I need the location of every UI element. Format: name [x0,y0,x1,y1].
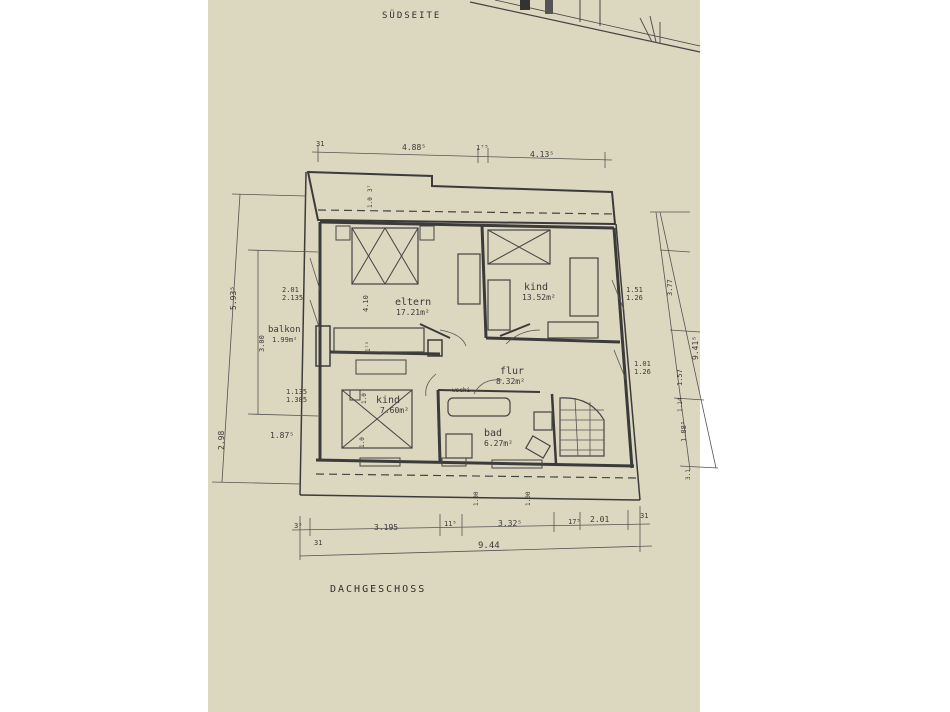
dim-bottom-6: 17⁵ [568,518,581,526]
dim-left-mid: 3.00 [258,335,266,352]
dim-inner-7: 1.00 [473,491,480,506]
dim-left-win-b2: 1.385 [286,396,307,404]
dim-bottom-total: 9.44 [478,541,500,551]
room-kind-right-name: kind [524,282,548,293]
dim-left-win-a2: 2.135 [282,294,303,302]
dim-bottom-4: 11⁵ [444,520,457,528]
dim-bottom-3: 3.195 [374,523,398,532]
dim-bottom-1: 3⁵ [294,522,302,530]
room-eltern-area: 17.21m² [396,308,430,317]
dim-bottom-7: 2.01 [590,515,609,524]
right-dimension-lines [650,211,719,471]
room-balkon-area: 1.99m² [272,336,297,344]
dim-inner-6: 1.0 [359,437,366,448]
dim-right-3: 1.88⁵ [680,421,688,442]
dim-inner-4: 1⁷⁵ [365,341,372,352]
dim-top-4: 4.13⁵ [530,150,554,159]
dim-bottom-5: 3.32⁵ [498,519,522,528]
background-wall [700,0,950,712]
dim-top-2: 4.88⁵ [402,143,426,152]
top-dimension-line [311,145,613,168]
dim-inner-3: 4.10 [362,295,370,312]
elevation-title: SÜDSEITE [382,10,441,21]
room-bad-name: bad [484,428,502,439]
elevation-sketch [469,0,701,53]
dim-left-win-b1: 1.135 [286,388,307,396]
dim-right-win-b2: 1.26 [634,368,651,376]
room-flur-name: flur [500,366,524,377]
bottom-dimension-lines [291,506,653,560]
building-outline [299,170,641,501]
dim-inner-2: 3⁷ [367,185,374,192]
dim-right-win-a1: 1.51 [626,286,643,294]
dim-inner-8: 1.00 [525,491,532,506]
dim-left-outer: 5.93⁵ [229,286,238,310]
dim-right-total: 9.41⁵ [691,336,700,360]
dim-right-2: 1.57 [676,369,684,386]
room-kind-left-name: kind [376,395,400,406]
dim-top-3: 1⁷⁵ [476,144,489,152]
dim-inner-5: 1.0 [361,393,368,404]
floor-title: DACHGESCHOSS [330,584,426,595]
furniture [333,225,599,469]
room-flur-area: 8.32m² [496,377,525,386]
room-balkon-name: balkon [268,325,301,335]
room-kind-left-area: 7.60m² [380,406,409,415]
dim-left-bottom: 2.98 [217,431,226,450]
dim-left-win-a1: 2.01 [282,286,299,294]
left-dimension-lines [211,193,319,485]
dim-right-1: 3.77 [666,279,674,296]
dim-top-1: 31 [316,140,324,148]
room-bad-area: 6.27m² [484,439,513,448]
dim-right-4: 1.14 [677,397,684,412]
dim-bottom-2: 31 [314,539,322,547]
dim-right-win-a2: 1.26 [626,294,643,302]
dim-bottom-8: 31 [640,512,648,520]
dim-right-5: 3.1 [685,469,692,480]
dim-inner-1: 1.0 [367,197,374,208]
dim-right-win-b1: 1.01 [634,360,651,368]
dim-left-small: 1.87⁵ [270,431,294,440]
paper-sheet [208,0,741,712]
label-wasch: wschi [452,387,470,394]
staircase [559,397,605,457]
room-eltern-name: eltern [395,297,431,308]
room-kind-right-area: 13.52m² [522,293,556,302]
door-swings [309,257,627,397]
